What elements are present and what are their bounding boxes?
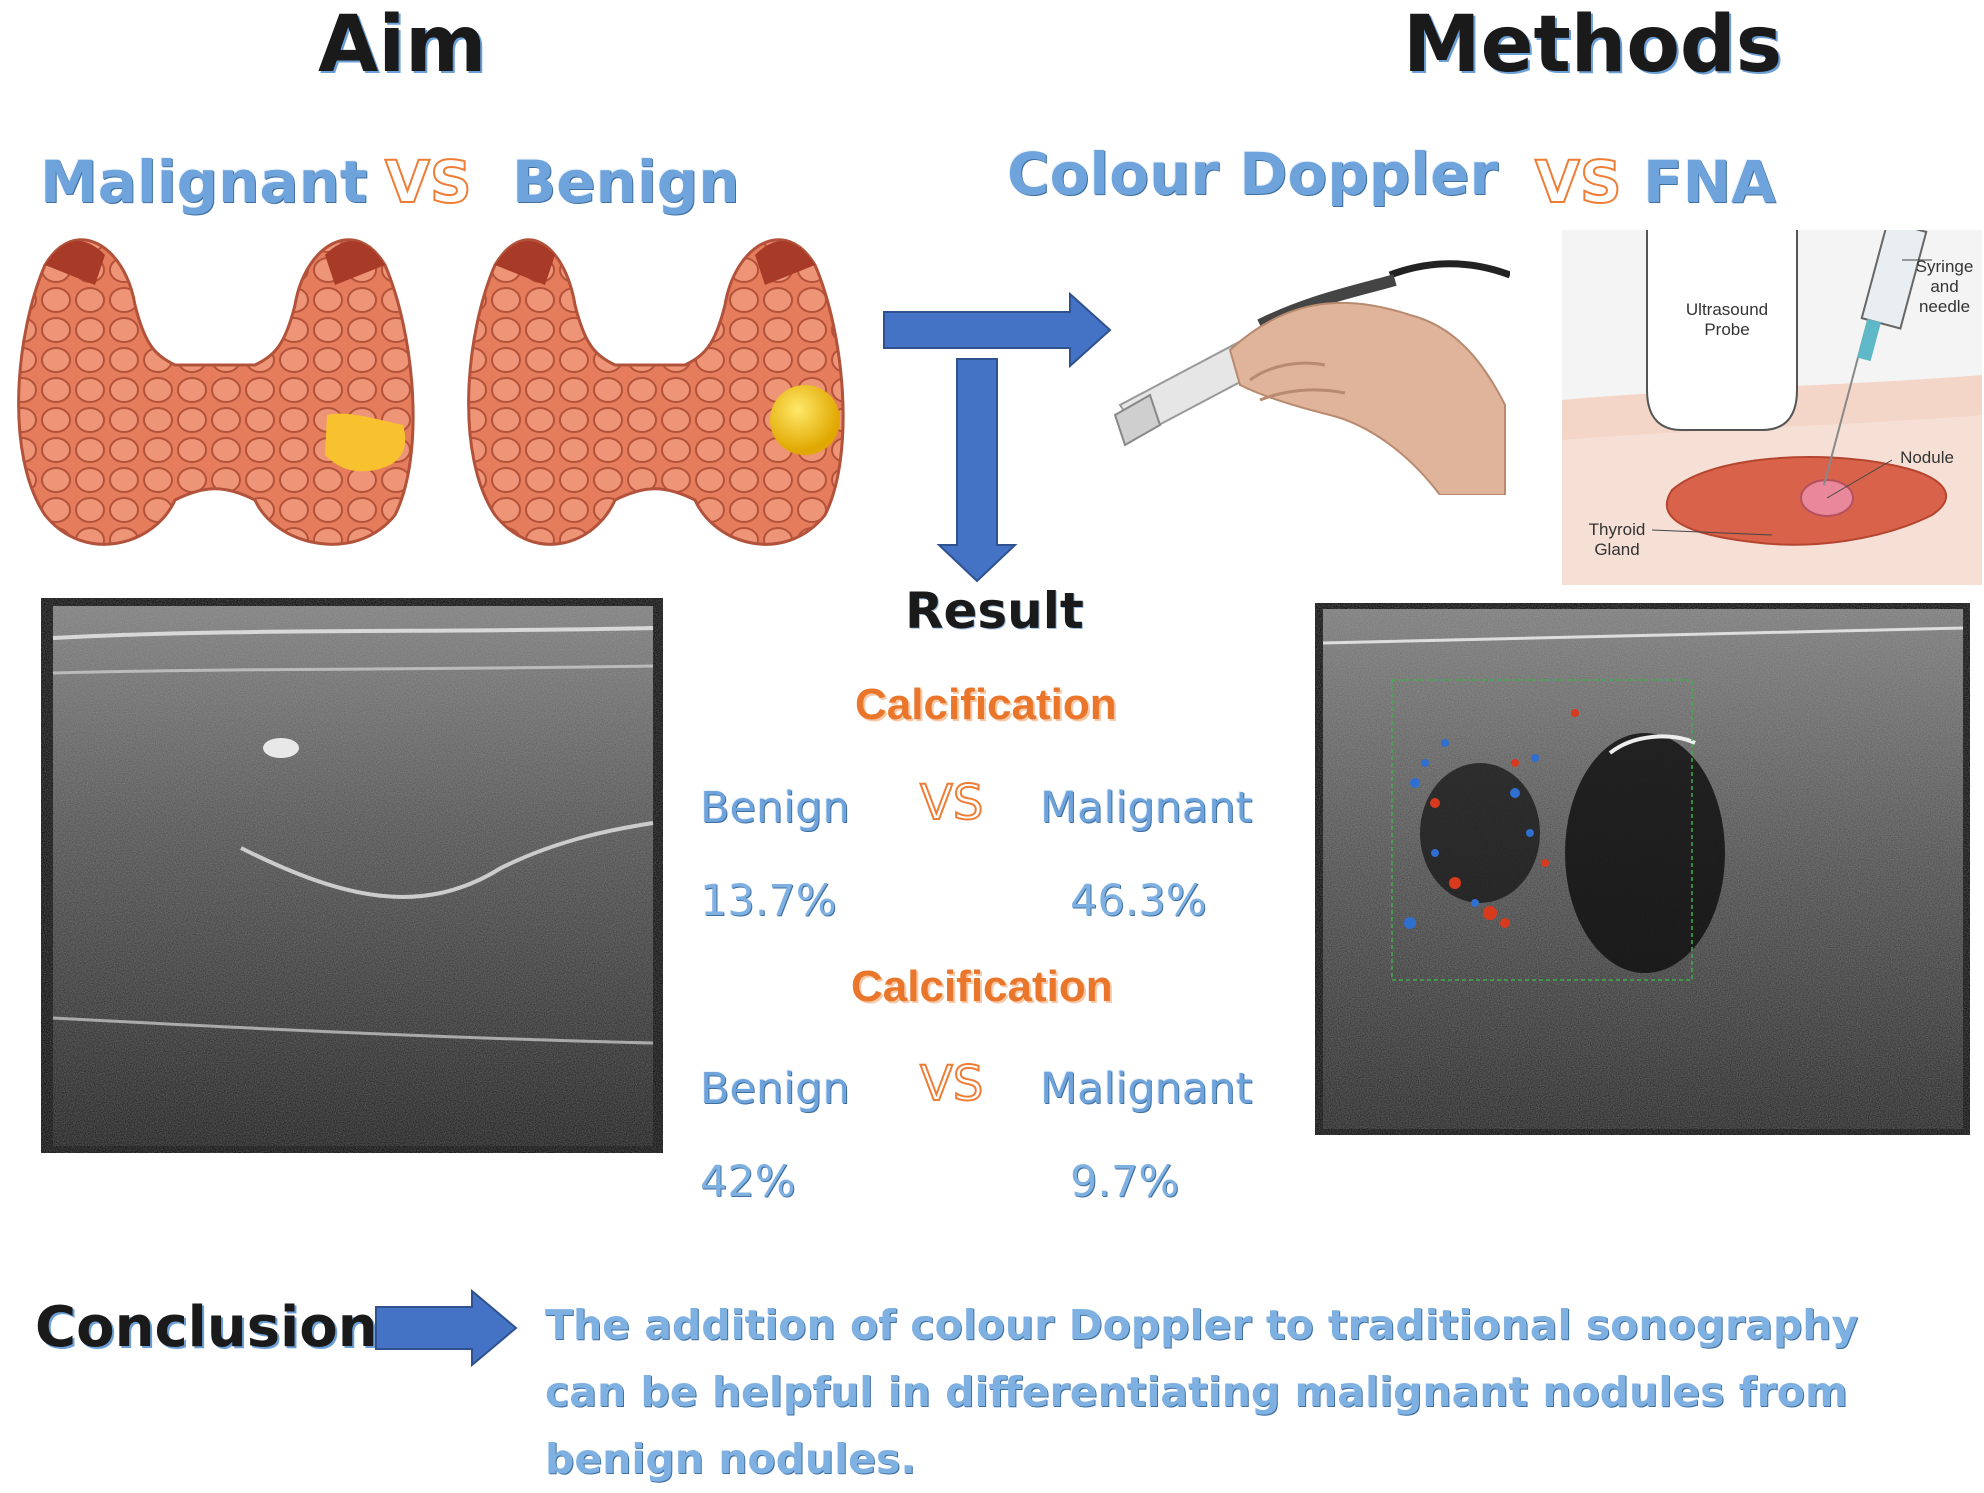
ultrasound-image-right bbox=[1315, 603, 1970, 1135]
result-block-2-heading: Calcification bbox=[851, 962, 1113, 1011]
result-block-2-left-value: 42% bbox=[700, 1157, 796, 1207]
methods-doppler-label: Colour Doppler bbox=[1007, 140, 1499, 208]
arrow-right-icon bbox=[883, 291, 1112, 369]
aim-malignant-label: Malignant bbox=[40, 148, 368, 216]
methods-title: Methods bbox=[1403, 0, 1783, 90]
result-title: Result bbox=[905, 582, 1084, 640]
arrow-down-icon bbox=[936, 358, 1018, 583]
fna-nodule-label: Nodule bbox=[1900, 448, 1954, 467]
fna-probe-label: Ultrasound Probe bbox=[1685, 300, 1769, 339]
result-block-1-left-label: Benign bbox=[700, 783, 850, 833]
fna-gland-label: Thyroid Gland bbox=[1588, 520, 1646, 559]
ultrasound-probe-icon bbox=[1113, 260, 1510, 495]
ultrasound-image-left bbox=[41, 598, 663, 1153]
thyroid-malignant-icon bbox=[17, 238, 415, 546]
methods-fna-label: FNA bbox=[1643, 148, 1777, 216]
result-block-1-heading: Calcification bbox=[855, 680, 1117, 729]
result-block-2-left-label: Benign bbox=[700, 1064, 850, 1114]
result-block-1-left-value: 13.7% bbox=[700, 876, 837, 926]
conclusion-text: The addition of colour Doppler to tradit… bbox=[545, 1301, 1859, 1483]
result-block-2-right-label: Malignant bbox=[1040, 1064, 1253, 1114]
aim-title: Aim bbox=[318, 0, 487, 90]
aim-vs-label: VS bbox=[384, 147, 473, 217]
conclusion-title: Conclusion bbox=[35, 1295, 378, 1360]
conclusion-arrow-icon bbox=[375, 1288, 518, 1368]
result-block-2-vs: VS bbox=[919, 1055, 984, 1113]
fna-diagram-icon: Ultrasound Probe Syringe and needle Nodu… bbox=[1562, 230, 1982, 585]
result-block-1-right-value: 46.3% bbox=[1070, 876, 1207, 926]
thyroid-benign-icon bbox=[467, 238, 845, 546]
fna-syringe-label: Syringe and needle bbox=[1915, 257, 1974, 316]
result-block-2-right-value: 9.7% bbox=[1070, 1157, 1180, 1207]
result-block-1-vs: VS bbox=[919, 774, 984, 832]
aim-benign-label: Benign bbox=[512, 148, 740, 216]
methods-vs-label: VS bbox=[1534, 147, 1623, 217]
result-block-1-right-label: Malignant bbox=[1040, 783, 1253, 833]
